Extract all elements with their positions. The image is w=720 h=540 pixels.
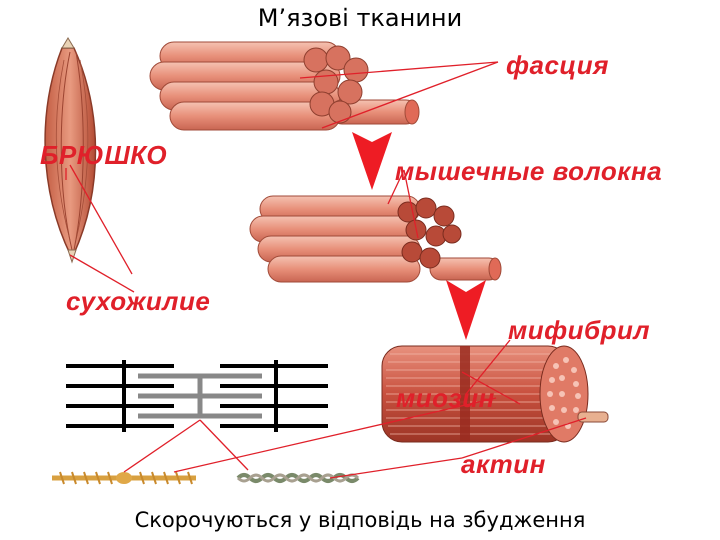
leader-lines	[65, 61, 587, 479]
myofibril-cylinder	[381, 345, 609, 443]
label-tendon: сухожилие	[66, 286, 211, 316]
down-arrow-2	[446, 280, 486, 340]
down-arrow-1	[352, 132, 392, 190]
whole-muscle-illustration	[44, 37, 97, 264]
sarcomere-schematic	[66, 360, 328, 432]
label-belly: БРЮШКО	[40, 140, 168, 170]
label-myosin: миозин	[396, 383, 495, 413]
actin-filament-illustration	[236, 473, 360, 483]
muscle-fiber-bundle	[249, 195, 502, 283]
page-title: М’язові тканини	[257, 4, 463, 32]
label-actin: актин	[461, 449, 546, 479]
caption: Скорочуються у відповідь на збудження	[134, 508, 586, 532]
myosin-filament-illustration	[52, 471, 196, 485]
label-myofibril: мифибрил	[508, 315, 651, 345]
label-muscle-fibers: мышечные волокна	[395, 156, 663, 186]
muscle-fascicle-bundle	[149, 41, 420, 131]
label-fascia: фасция	[506, 50, 609, 80]
